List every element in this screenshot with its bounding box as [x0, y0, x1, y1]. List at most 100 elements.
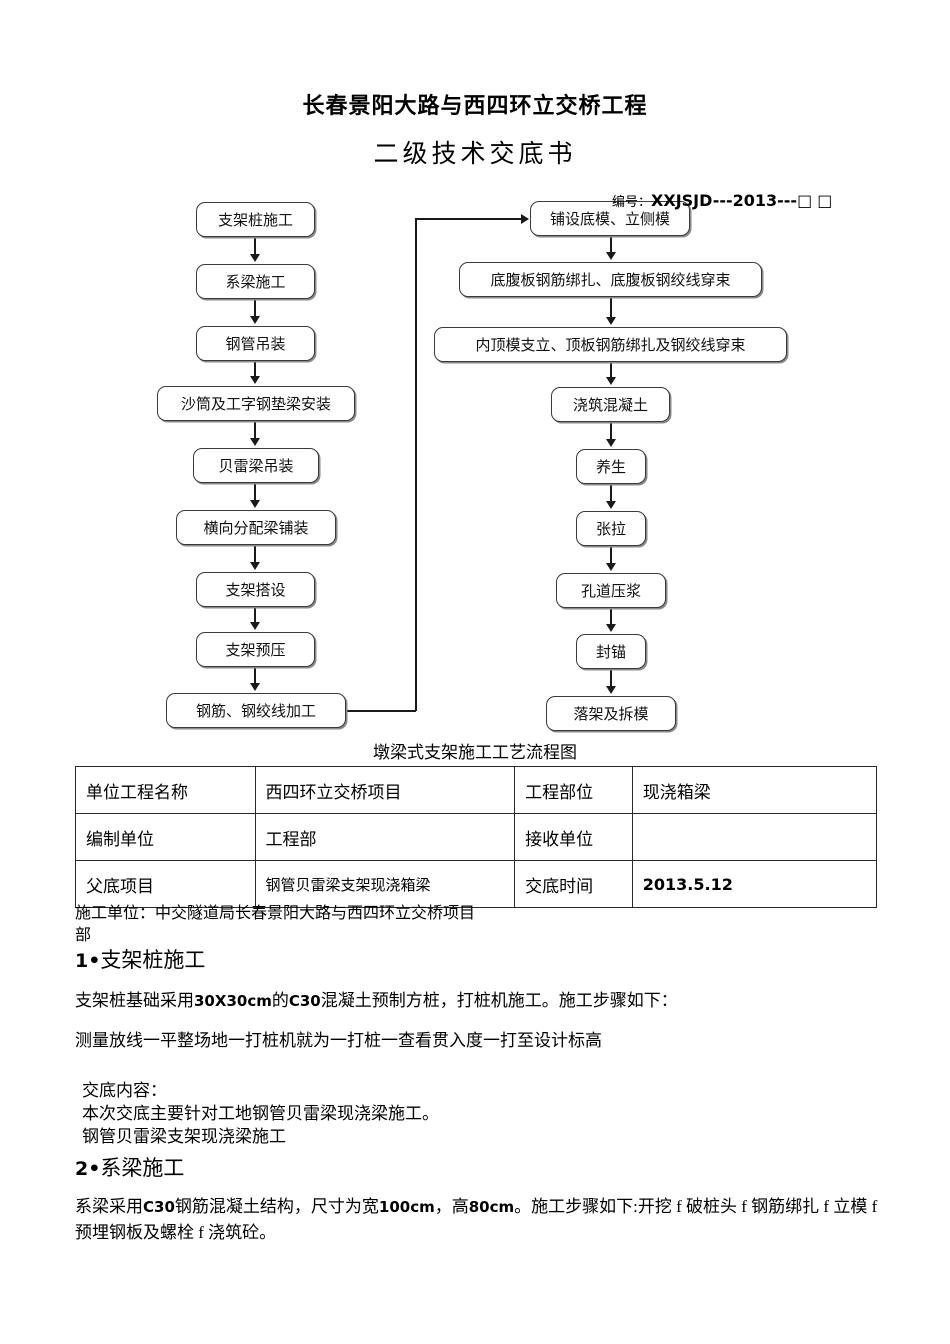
document-number-placeholder-boxes: □ □ — [797, 191, 833, 210]
constructor-line-2: 部 — [75, 927, 92, 944]
constructor-line-1: 施工单位：中交隧道局长春景阳大路与西四环立交桥项目 — [75, 905, 476, 922]
flow-arrow-r4-r5 — [606, 439, 616, 447]
flow-arrow-r6-r7 — [606, 563, 616, 571]
flow-node-left-4[interactable]: 沙筒及工字钢垫梁安装 — [157, 386, 355, 421]
section-1-paragraph-1: 支架桩基础采用30X30cm的C30混凝土预制方桩，打桩机施工。施工步骤如下： — [75, 988, 885, 1014]
flow-connector-r4-r5 — [610, 422, 612, 441]
flow-node-left-6[interactable]: 横向分配梁铺装 — [176, 510, 336, 545]
flow-node-left-8[interactable]: 支架预压 — [196, 632, 315, 667]
flow-arrow-l3-l4 — [250, 376, 260, 384]
table-cell-label: 接收单位 — [514, 813, 633, 861]
flow-arrow-l6-l7 — [250, 562, 260, 570]
s2p-width: 100cm — [378, 1198, 435, 1216]
flow-connector-l6-l7 — [254, 545, 256, 564]
section-1-paragraph-2: 测量放线一平整场地一打桩机就为一打桩一查看贯入度一打至设计标高 — [75, 1031, 602, 1050]
flow-arrow-l8-l9 — [250, 683, 260, 691]
flow-connector-r5-r6 — [610, 484, 612, 503]
flow-connector-l1-l2 — [254, 237, 256, 256]
table-row: 父底项目 钢管贝雷梁支架现浇箱梁 交底时间 2013.5.12 — [75, 860, 878, 908]
flow-arrow-r2-r3 — [606, 317, 616, 325]
section-1-heading: 1•支架桩施工 — [75, 944, 205, 974]
section-2-number: 2 — [75, 1158, 89, 1180]
flow-node-right-8[interactable]: 封锚 — [576, 634, 646, 669]
s2p-part-a: 系梁采用 — [75, 1197, 143, 1216]
section-2-heading: 2•系梁施工 — [75, 1152, 184, 1182]
flow-node-right-3[interactable]: 内顶模支立、顶板钢筋绑扎及钢绞线穿束 — [434, 327, 787, 362]
table-row: 编制单位 工程部 接收单位 — [75, 813, 878, 861]
flow-node-left-5[interactable]: 贝雷梁吊装 — [193, 448, 319, 483]
project-info-table: 单位工程名称 西四环立交桥项目 工程部位 现浇箱梁 编制单位 工程部 接收单位 … — [75, 766, 878, 908]
s2p-part-e: ，高 — [434, 1197, 469, 1216]
flow-arrow-l2-l3 — [250, 316, 260, 324]
flow-arrow-r7-r8 — [606, 624, 616, 632]
flow-arrow-r1-r2 — [606, 252, 616, 260]
s2p-part-g: 。施工步骤如下:开挖 f 破桩头 f 钢筋绑扎 f 立模 f 预埋钢板及螺栓 f… — [75, 1197, 878, 1243]
flow-arrow-r5-r6 — [606, 501, 616, 509]
s1p1-dimension: 30X30cm — [194, 992, 272, 1010]
flow-connector-l3-l4 — [254, 361, 256, 378]
flow-arrow-l7-l8 — [250, 622, 260, 630]
flow-node-right-6[interactable]: 张拉 — [576, 511, 646, 546]
section-1-bullet: • — [88, 950, 101, 972]
flow-node-right-1[interactable]: 铺设底模、立侧模 — [530, 201, 690, 236]
flow-connector-l8-l9 — [254, 667, 256, 685]
s2p-height: 80cm — [468, 1198, 515, 1216]
process-flowchart: 支架桩施工 系梁施工 钢管吊装 沙筒及工字钢垫梁安装 贝雷梁吊装 横向分配梁铺装… — [157, 201, 787, 731]
flow-node-right-7[interactable]: 孔道压浆 — [556, 573, 666, 608]
flow-connector-feedback-h2 — [415, 218, 522, 220]
flow-connector-r8-r9 — [610, 669, 612, 688]
flow-connector-r3-r4 — [610, 362, 612, 379]
table-cell-value: 工程部 — [254, 813, 516, 861]
flow-connector-l2-l3 — [254, 299, 256, 318]
table-cell-value: 西四环立交桥项目 — [254, 766, 516, 814]
flow-arrow-l4-l5 — [250, 438, 260, 446]
s2p-part-c: 钢筋混凝土结构，尺寸为宽 — [174, 1197, 379, 1216]
section-2-title: 系梁施工 — [100, 1156, 185, 1180]
document-number-value: XXJSJD---2013--- — [651, 191, 798, 210]
flow-arrow-l5-l6 — [250, 500, 260, 508]
table-cell-label: 工程部位 — [514, 766, 633, 814]
note-title: 交底内容： — [82, 1081, 167, 1100]
page-title-line1: 长春景阳大路与西四环立交桥工程 — [302, 94, 648, 119]
flowchart-caption: 墩梁式支架施工工艺流程图 — [373, 743, 577, 762]
flow-arrow-r8-r9 — [606, 686, 616, 694]
flow-node-right-5[interactable]: 养生 — [576, 449, 646, 484]
s1p1-part-a: 支架桩基础采用 — [75, 991, 194, 1010]
flow-connector-r2-r3 — [610, 297, 612, 319]
table-cell-label: 父底项目 — [75, 860, 256, 908]
flow-node-left-9[interactable]: 钢筋、钢绞线加工 — [166, 693, 346, 728]
s1p1-part-c: 的 — [271, 991, 289, 1010]
table-row: 单位工程名称 西四环立交桥项目 工程部位 现浇箱梁 — [75, 766, 878, 814]
flow-node-left-3[interactable]: 钢管吊装 — [196, 326, 315, 361]
page-title-line2: 二级技术交底书 — [373, 141, 577, 168]
flow-connector-r7-r8 — [610, 608, 612, 626]
table-cell-label: 单位工程名称 — [75, 766, 256, 814]
flow-arrow-r3-r4 — [606, 377, 616, 385]
flow-node-right-9[interactable]: 落架及拆模 — [546, 696, 676, 731]
document-number-label: 编号： — [612, 194, 652, 209]
flow-node-left-7[interactable]: 支架搭设 — [196, 572, 315, 607]
flow-connector-l7-l8 — [254, 607, 256, 624]
table-cell-label: 交底时间 — [514, 860, 633, 908]
s1p1-concrete-grade: C30 — [288, 992, 321, 1010]
flow-connector-r6-r7 — [610, 546, 612, 565]
table-cell-value — [631, 813, 878, 861]
flow-connector-feedback-h1 — [346, 710, 416, 712]
note-line-2: 钢管贝雷梁支架现浇梁施工 — [82, 1127, 286, 1146]
table-cell-value: 现浇箱梁 — [631, 766, 878, 814]
flow-connector-r1-r2 — [610, 236, 612, 254]
flow-node-right-4[interactable]: 浇筑混凝土 — [551, 387, 670, 422]
table-cell-value: 钢管贝雷梁支架现浇箱梁 — [254, 860, 516, 908]
flow-node-left-1[interactable]: 支架桩施工 — [196, 202, 315, 237]
flow-arrow-feedback — [521, 214, 529, 224]
section-1-title: 支架桩施工 — [100, 948, 206, 972]
section-1-number: 1 — [75, 950, 89, 972]
flow-arrow-l1-l2 — [250, 254, 260, 262]
flow-connector-feedback-v — [415, 218, 417, 711]
flow-node-right-2[interactable]: 底腹板钢筋绑扎、底腹板钢绞线穿束 — [459, 262, 762, 297]
flow-node-left-2[interactable]: 系梁施工 — [196, 264, 315, 299]
table-cell-label: 编制单位 — [75, 813, 256, 861]
s2p-concrete-grade: C30 — [143, 1198, 175, 1216]
s1p1-part-e: 混凝土预制方桩，打桩机施工。施工步骤如下： — [320, 991, 678, 1010]
section-2-paragraph: 系梁采用C30钢筋混凝土结构，尺寸为宽100cm，高80cm。施工步骤如下:开挖… — [75, 1194, 885, 1247]
